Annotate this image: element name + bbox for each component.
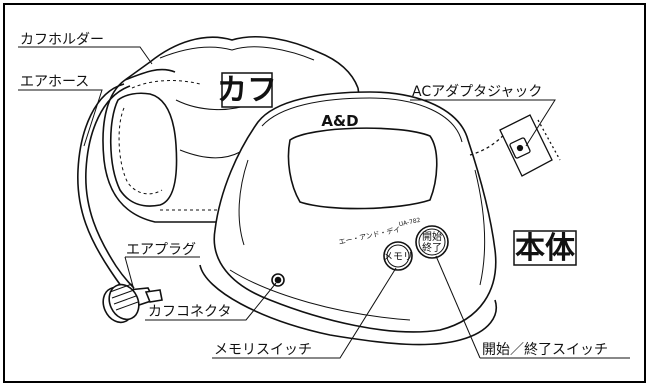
memory-switch-label: メモリスイッチ xyxy=(214,342,312,358)
leader-lines xyxy=(18,46,630,359)
cuff-label-box xyxy=(221,72,273,108)
device-model: UA-782 xyxy=(398,217,421,228)
leader-start-stop xyxy=(435,255,481,359)
air-hose xyxy=(77,83,135,293)
main-unit-label-box xyxy=(513,230,577,266)
leader-memory-switch xyxy=(212,267,397,359)
device-brand: A&D xyxy=(321,112,358,130)
leader-ac-jack xyxy=(410,99,556,147)
leader-air-hose xyxy=(18,89,103,147)
start-stop-switch-label: 開始／終了スイッチ xyxy=(482,342,608,358)
air-plug-label: エアプラグ xyxy=(126,242,196,258)
start-button-label-2: 終了 xyxy=(422,241,442,254)
ac-adapter-jack-label: ACアダプタジャック xyxy=(412,84,542,100)
leader-cuff-holder xyxy=(18,46,153,65)
air-hose-label: エアホース xyxy=(20,74,89,90)
memory-button-shape xyxy=(383,241,413,271)
leader-air-plug xyxy=(124,256,135,291)
air-plug-illustration xyxy=(102,283,163,324)
main-unit-label: 本体 xyxy=(515,231,576,266)
start-button-shape xyxy=(415,225,449,259)
start-button-label-1: 開始 xyxy=(422,230,442,243)
leader-cuff-connector xyxy=(145,282,277,321)
cuff-holder-label: カフホルダー xyxy=(20,32,104,48)
memory-button-label: メモリ xyxy=(383,252,413,263)
cuff-connector-label: カフコネクタ xyxy=(148,304,231,320)
cuff-label: カフ xyxy=(217,73,277,108)
